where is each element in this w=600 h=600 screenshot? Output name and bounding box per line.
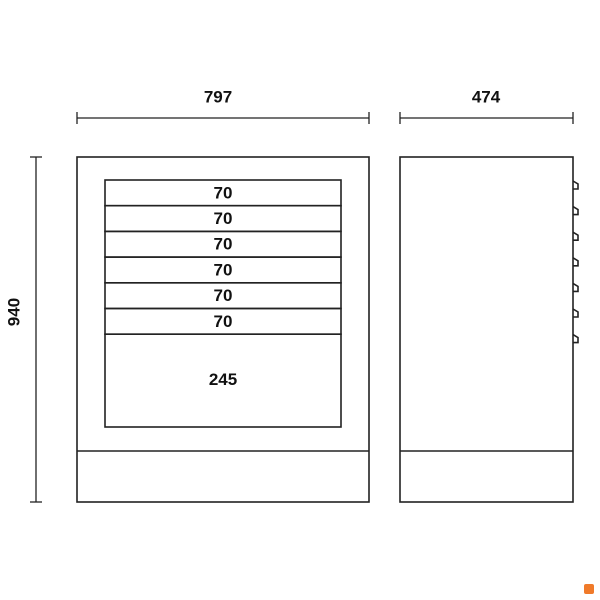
handle-4 [572,257,579,267]
handle-2 [572,205,579,216]
drawer-7 [104,333,342,428]
handle-6 [572,308,579,318]
drawer-label-2: 70 [214,209,233,228]
width-dimension: 797 [76,87,370,124]
drawer-label-6: 70 [214,312,233,331]
drawer-stack: 70 70 70 70 70 70 245 [104,179,342,428]
width-label: 797 [204,87,232,106]
front-outline [76,156,370,503]
depth-label: 474 [472,87,501,106]
drawer-label-1: 70 [214,183,233,202]
logo-badge [584,584,594,594]
height-dimension: 940 [4,156,42,503]
drawer-label-7: 245 [209,370,237,389]
side-outline [399,156,574,503]
side-handles [572,180,579,344]
handle-7 [572,333,579,344]
drawer-label-3: 70 [214,235,233,254]
depth-dimension: 474 [399,87,574,124]
height-label: 940 [4,298,23,326]
front-view: 70 70 70 70 70 70 245 [76,156,370,503]
handle-5 [572,282,579,293]
drawer-label-5: 70 [214,286,233,305]
handle-3 [572,231,579,241]
side-view [399,156,579,503]
drawer-label-4: 70 [214,260,233,279]
handle-1 [572,180,579,190]
